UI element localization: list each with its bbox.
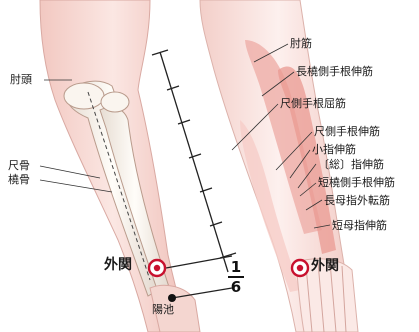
muscle-label: 肘筋 — [290, 38, 312, 50]
muscle-label: 小指伸筋 — [312, 144, 356, 156]
fraction-denominator: 6 — [229, 279, 243, 295]
label-gaikan-left: 外関 — [104, 259, 132, 271]
label-gaikan-right: 外関 — [311, 260, 339, 272]
muscle-label: 尺側手根屈筋 — [280, 98, 346, 110]
muscle-label: 短母指伸筋 — [332, 220, 387, 232]
label-yochi: 陽池 — [152, 304, 174, 316]
muscle-label: 〔総〕指伸筋 — [318, 159, 384, 171]
olecranon — [64, 83, 104, 109]
label-ulna: 尺骨 — [8, 160, 30, 172]
muscle-label: 尺側手根伸筋 — [314, 126, 380, 138]
measure-line — [160, 52, 228, 272]
fraction-numerator: 1 — [229, 259, 243, 275]
label-radius: 橈骨 — [8, 174, 30, 186]
yochi-point — [168, 294, 176, 302]
label-olecranon: 肘頭 — [10, 74, 32, 86]
muscle-label: 長橈側手根伸筋 — [296, 66, 373, 78]
muscle-label: 短橈側手根伸筋 — [318, 177, 395, 189]
muscle-label: 長母指外転筋 — [324, 195, 390, 207]
